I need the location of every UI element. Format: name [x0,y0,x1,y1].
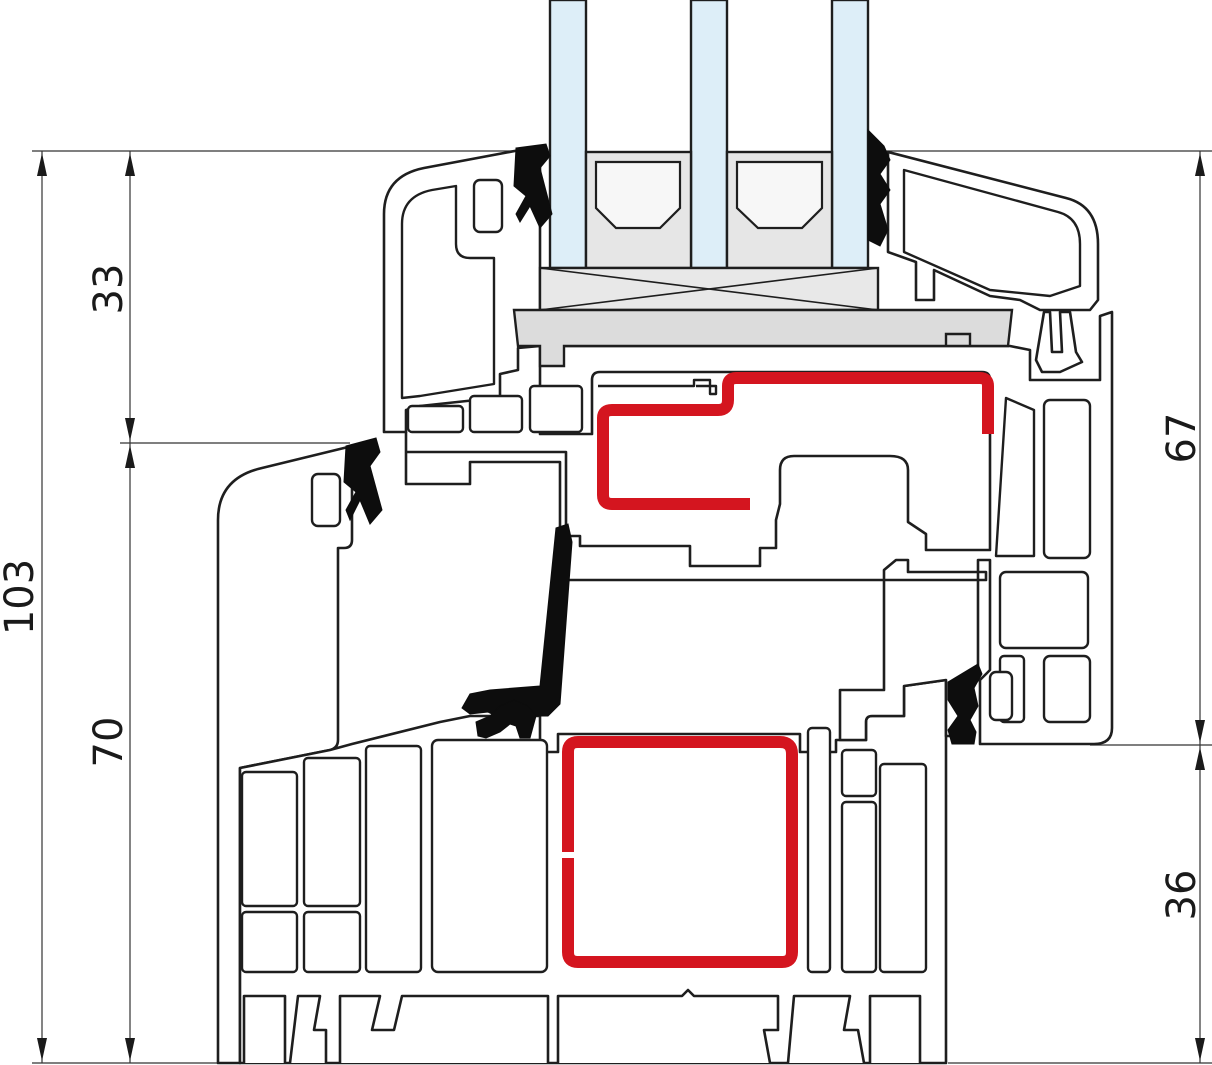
frame-chamber-3 [364,744,423,974]
frame-steel-reinforcement [562,736,798,968]
dimension-lines: 103 33 70 67 36 [0,150,1212,1064]
frame-chamber-10 [878,762,928,974]
glass-pane-middle [689,0,729,270]
frame-chamber-4 [240,910,299,974]
glazing-bridge [512,308,1014,368]
sash-chamber-2 [468,394,524,434]
arrow-70-top [125,445,135,468]
glazing-bead-right-inner [902,168,1082,298]
arrow-103-top [37,153,47,176]
arrow-33-top [125,153,135,176]
spacer-left-cavity [594,160,682,230]
gasket-frame-outer [343,437,383,525]
frame-chamber-5 [302,910,362,974]
glass-pane-outer [548,0,588,270]
frame-chamber-2 [302,756,362,908]
gasket-pocket-inner [988,670,1014,722]
dim-label-70: 70 [86,717,132,768]
arrow-33-bottom [125,418,135,441]
sash-chamber-6 [1042,654,1092,724]
dim-label-33: 33 [86,264,132,315]
arrow-70-bottom [125,1038,135,1061]
gasket-details [310,178,1014,722]
sash-chamber-3 [528,384,584,434]
sash-clip [1034,310,1084,374]
frame-chamber-6 [430,738,549,974]
sash-steel-reinforcement [597,372,994,510]
dim-label-36: 36 [1159,870,1205,921]
gaskets [343,128,983,745]
arrow-36-bottom [1195,1038,1205,1061]
gasket-pocket-sash [472,178,504,234]
gasket-center-seal-foot [475,699,537,739]
gasket-center-seal [461,523,573,719]
frame-chamber-9 [840,800,878,974]
sash-left-chamber [400,184,496,400]
gasket-pocket-frame [310,472,342,528]
arrow-36-top [1195,747,1205,770]
sash-chamber-4 [998,570,1090,650]
frame-bottom-groove-left [242,994,550,1064]
gasket-frame-inner [947,663,983,745]
gasket-glass-inner [867,128,891,247]
spacer-right-cavity [735,160,824,230]
sash-chamber-8 [994,396,1036,558]
steel-reinforcements [562,372,994,968]
frame-chamber-7 [806,726,832,974]
glass-pane-inner [830,0,870,270]
dim-label-103: 103 [0,559,43,635]
dim-label-67: 67 [1159,413,1205,464]
glazing-block-cross-b [539,267,879,311]
sash-hook-cavity [598,378,718,396]
glazing-unit [512,0,1014,368]
frame-chamber-8 [840,748,878,798]
arrow-67-top [1195,153,1205,176]
frame-chamber-1 [240,770,299,908]
gasket-sash-outer [513,143,553,229]
sash-chamber-1 [406,404,465,434]
arrow-67-bottom [1195,720,1205,743]
sash-chamber-5 [1042,398,1092,560]
frame-bottom-groove-right [556,988,922,1064]
arrow-103-bottom [37,1038,47,1061]
